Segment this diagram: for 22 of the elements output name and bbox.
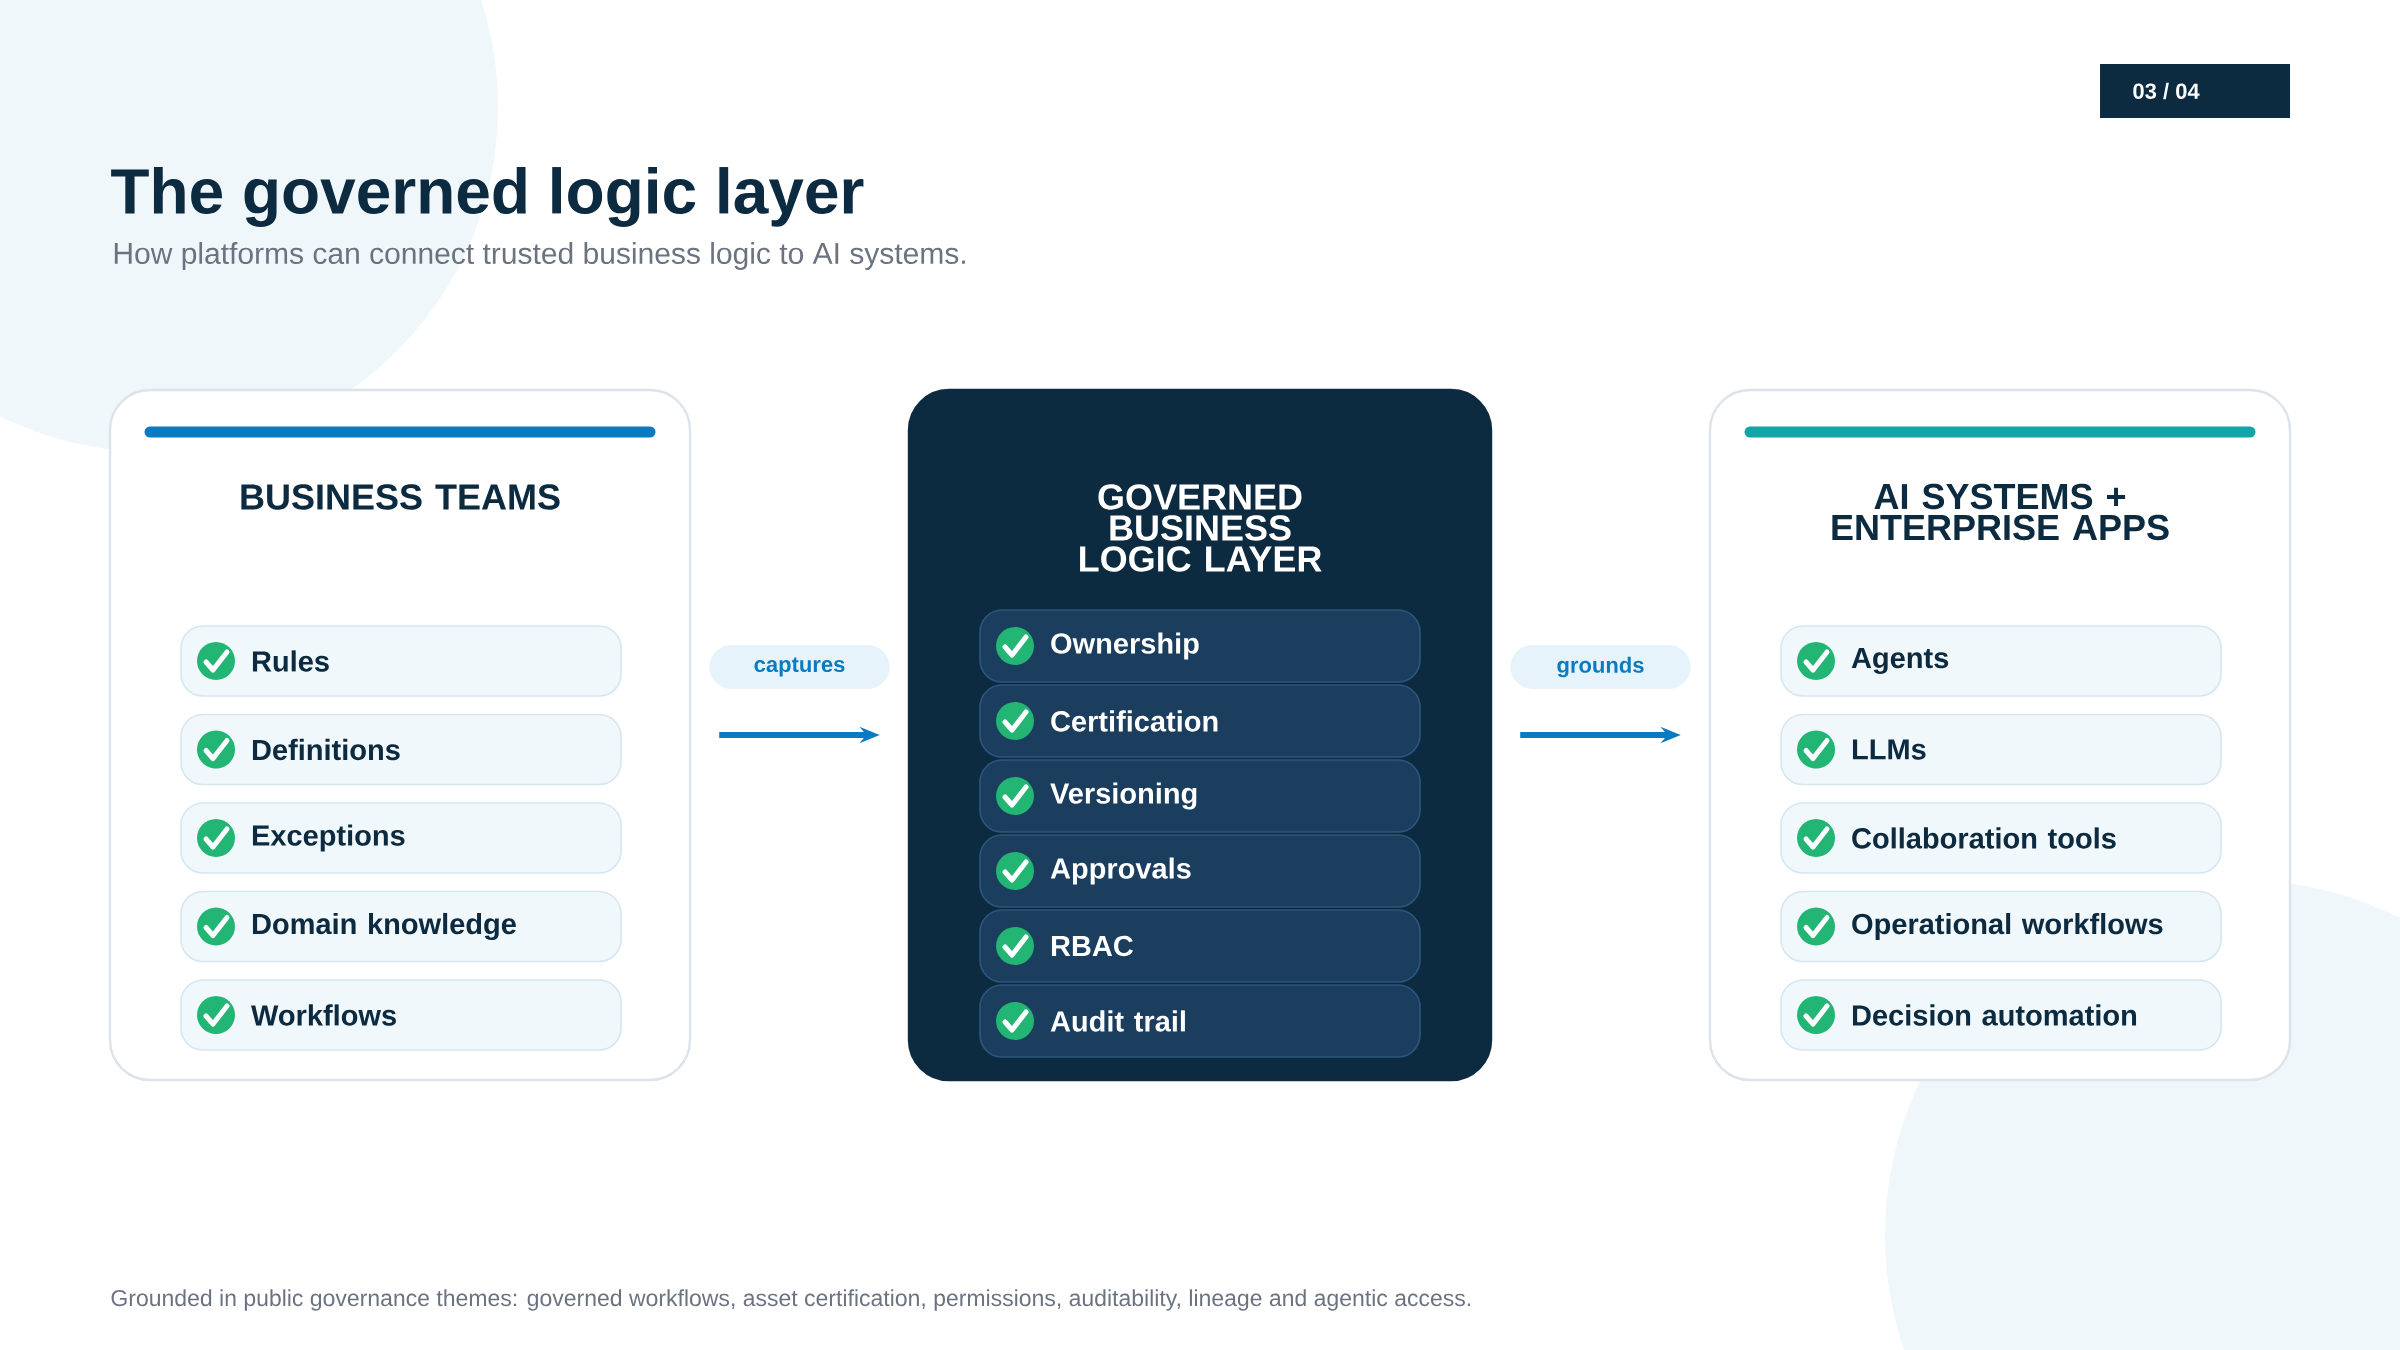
list-item: Certification bbox=[979, 684, 1421, 758]
list-item: Audit trail bbox=[979, 984, 1421, 1058]
list-item: Domain knowledge bbox=[180, 890, 622, 963]
list-item: Exceptions bbox=[180, 802, 622, 874]
list-item: Agents bbox=[1780, 625, 2222, 697]
edge-label: grounds bbox=[1510, 645, 1691, 689]
list-item: Collaboration tools bbox=[1780, 802, 2222, 874]
edge-label: captures bbox=[709, 645, 890, 689]
list-item: Operational workflows bbox=[1780, 890, 2222, 963]
list-item: Definitions bbox=[180, 713, 622, 786]
slide-title: The governed logic layer bbox=[111, 167, 864, 227]
list-item: Decision automation bbox=[1780, 979, 2222, 1051]
list-item: Ownership bbox=[979, 609, 1421, 683]
list-item: Workflows bbox=[180, 979, 622, 1051]
list-item: LLMs bbox=[1780, 713, 2222, 786]
page-counter: 03 / 04 bbox=[2100, 64, 2291, 118]
subtitle: How platforms can connect trusted business logic to AI systems. bbox=[114, 242, 965, 270]
list-item: Rules bbox=[180, 625, 622, 697]
list-item: RBAC bbox=[979, 909, 1421, 983]
list-item: Versioning bbox=[979, 759, 1421, 833]
list-item: Approvals bbox=[979, 834, 1421, 908]
footnote: Grounded in public governance themes: governed workflows, asset certification, permissions, auditability, lineage and agentic access. bbox=[111, 1289, 1471, 1311]
